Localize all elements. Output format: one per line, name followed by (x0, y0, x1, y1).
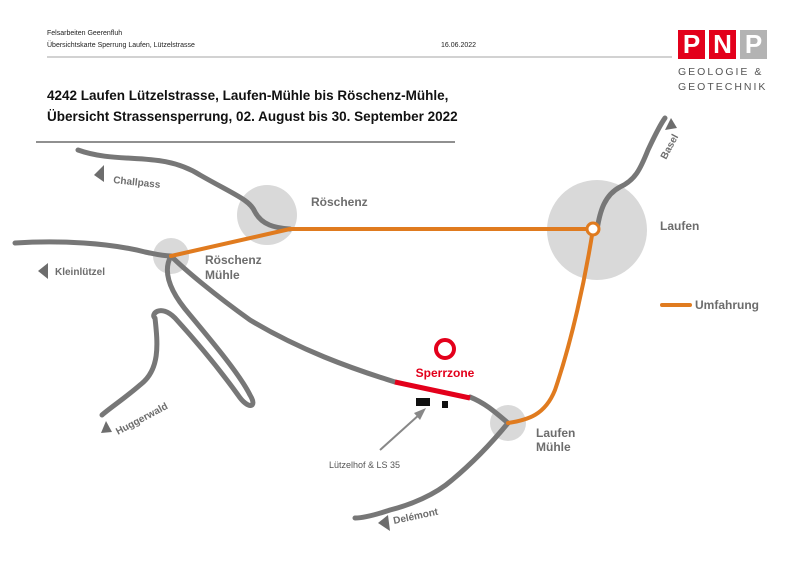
direction-basel: Basel (659, 132, 681, 161)
detour-roeschenz-muehle (169, 227, 292, 258)
direction-kleinluetzel: Kleinlützel (55, 267, 105, 278)
road-luetzelstrasse-east (467, 394, 511, 426)
road-delemont (352, 420, 511, 521)
closure-zone-segment (394, 379, 471, 401)
road-challpass (75, 147, 293, 232)
map-title-line2: Übersicht Strassensperrung, 02. August b… (47, 109, 458, 124)
laufen-junction-marker (585, 221, 601, 237)
annotation-arrow-head (414, 408, 426, 420)
logo-letter-p2: P (740, 30, 767, 59)
ls35-building (442, 401, 448, 408)
map-title-line1: 4242 Laufen Lützelstrasse, Laufen-Mühle … (47, 88, 449, 103)
detour-laufen-laufen-muehle (506, 227, 595, 425)
closure-zone-label: Sperrzone (416, 366, 475, 380)
direction-huggerwald: Huggerwald (114, 401, 170, 438)
basel-arrow-icon (665, 118, 677, 130)
annotation-arrow-line (379, 413, 421, 451)
document-subtitle: Übersichtskarte Sperrung Laufen, Lützels… (47, 42, 195, 49)
label-laufen-muehle-2: Mühle (536, 440, 571, 454)
logo-letter-n: N (709, 30, 736, 59)
road-luetzelstrasse-west (168, 253, 398, 385)
label-laufen: Laufen (660, 219, 699, 233)
road-huggerwald (99, 253, 256, 418)
road-basel (594, 115, 668, 233)
kleinluetzel-arrow-icon (38, 263, 48, 279)
annotation-luetzelhof-ls35: Lützelhof & LS 35 (329, 460, 400, 470)
document-date: 16.06.2022 (441, 42, 477, 49)
label-roeschenz-muehle-2: Mühle (205, 268, 240, 282)
huggerwald-arrow-icon (101, 421, 112, 433)
challpass-arrow-icon (94, 165, 104, 182)
legend-detour-label: Umfahrung (695, 298, 759, 312)
road-kleinluetzel (12, 239, 174, 259)
label-laufen-muehle-1: Laufen (536, 426, 575, 440)
label-roeschenz: Röschenz (311, 195, 368, 209)
closure-zone-marker (434, 338, 456, 360)
logo-letter-p1: P (678, 30, 705, 59)
direction-challpass: Challpass (113, 175, 162, 191)
logo-line-geologie: GEOLOGIE & (678, 66, 764, 78)
label-roeschenz-muehle-1: Röschenz (205, 253, 262, 267)
logo-line-geotechnik: GEOTECHNIK (678, 81, 768, 93)
luetzelhof-building (416, 398, 430, 406)
delemont-arrow-icon (378, 515, 390, 531)
project-name: Felsarbeiten Geerenfluh (47, 30, 123, 37)
